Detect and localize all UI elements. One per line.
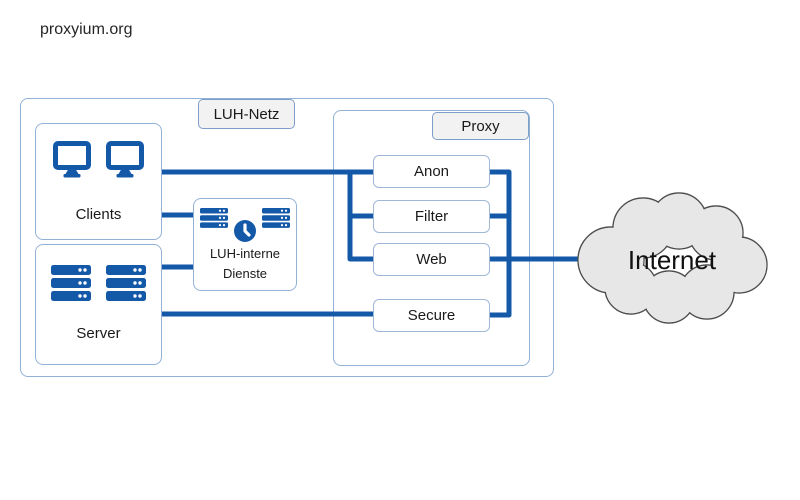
internet-label: Internet	[628, 245, 717, 275]
proxy-node-secure: Secure	[373, 299, 490, 332]
server-stack-icon	[106, 265, 146, 301]
brand-text: proxyium.org	[40, 21, 133, 38]
server-box: Server	[35, 244, 162, 365]
proxy-node-web: Web	[373, 243, 490, 276]
clients-label: Clients	[75, 206, 122, 223]
server-stack-icon	[262, 208, 290, 228]
monitor-icon	[106, 141, 144, 178]
internal-services-label-line2: Dienste	[222, 266, 268, 281]
internal-services-box: LUH-interne Dienste	[193, 198, 297, 291]
server-label: Server	[76, 325, 121, 342]
monitor-icon	[53, 141, 91, 178]
internet-cloud: Internet	[577, 192, 768, 324]
server-stack-icon	[51, 265, 91, 301]
server-stack-icon	[200, 208, 228, 228]
luh-netz-label: LUH-Netz	[198, 99, 295, 129]
internal-services-label-line1: LUH-interne	[209, 246, 281, 261]
server-icon-row	[51, 265, 146, 301]
proxy-label: Proxy	[432, 112, 529, 140]
clients-box: Clients	[35, 123, 162, 240]
proxy-node-anon: Anon	[373, 155, 490, 188]
clock-icon	[234, 220, 256, 242]
clients-icon-row	[53, 141, 144, 178]
internal-services-label: LUH-interne Dienste	[210, 244, 280, 284]
proxy-node-filter: Filter	[373, 200, 490, 233]
internal-services-icons	[200, 208, 290, 243]
